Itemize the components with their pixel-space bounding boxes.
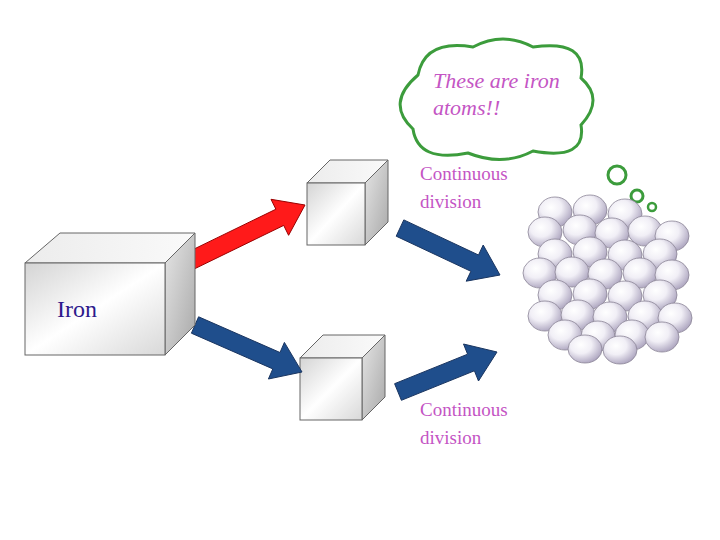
material-name: Iron [57, 296, 157, 322]
atom-cluster [523, 195, 692, 364]
cloud-text: These are iron atoms!! [433, 67, 593, 121]
small-cube [300, 335, 385, 420]
arrow-label: Continuous division [420, 396, 540, 452]
blue-arrow [191, 317, 302, 379]
cloud-outline [400, 39, 593, 160]
cube-outline [23, 231, 198, 357]
cube-front [25, 263, 165, 355]
arrow-label: Continuous division [420, 160, 540, 216]
cube-front [307, 183, 365, 245]
cube-side [365, 160, 388, 245]
thought-cloud: These are iron atoms!! [383, 33, 603, 165]
iron-cube: Iron [23, 231, 198, 357]
thought-bubble [648, 203, 656, 211]
cube-side [362, 335, 385, 420]
cube-front [300, 358, 362, 420]
cube-side [165, 233, 195, 355]
small-cube [307, 160, 388, 245]
blue-arrow [395, 344, 497, 400]
iron-atom [568, 335, 602, 363]
blue-arrow [396, 220, 500, 281]
red-arrow [184, 199, 305, 270]
iron-atom [603, 336, 637, 364]
thought-bubble [608, 166, 626, 184]
iron-atom [645, 322, 679, 352]
